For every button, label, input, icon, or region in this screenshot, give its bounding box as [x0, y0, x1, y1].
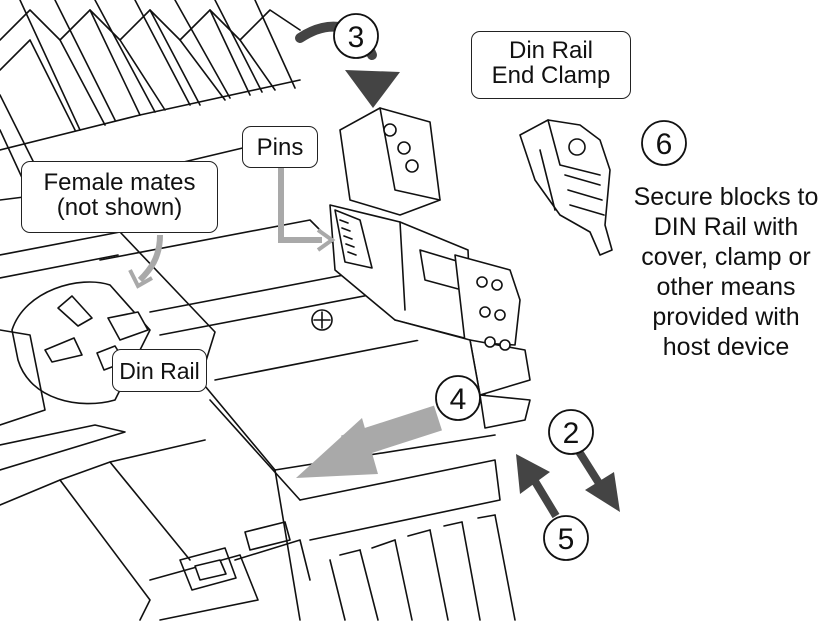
step-5-arrow: [516, 454, 560, 519]
step-4-number: 4: [450, 383, 467, 416]
note-line-2: DIN Rail with: [653, 213, 799, 241]
pins-pointer-arrow: [278, 168, 336, 252]
note-line-5: provided with: [652, 303, 800, 331]
note-line-3: cover, clamp or: [641, 243, 811, 271]
pins-label: Pins: [256, 134, 304, 161]
end-clamp-label-line2: End Clamp: [491, 62, 611, 90]
module-led-indicators: [383, 123, 419, 173]
securing-instructions: Secure blocks to DIN Rail with cover, cl…: [618, 182, 834, 362]
step-3-marker: 3: [333, 13, 379, 59]
step-6-marker: 6: [641, 120, 687, 166]
step-2-marker: 2: [548, 409, 594, 455]
lower-fins: [329, 514, 516, 621]
step-4-marker: 4: [435, 375, 481, 421]
rail-screw-slot: [313, 311, 331, 329]
module-pins: [334, 209, 373, 269]
host-device-body: [99, 219, 501, 621]
step-5-marker: 5: [543, 515, 589, 561]
note-line-6: host device: [662, 333, 790, 361]
step-3-number: 3: [348, 21, 365, 54]
io-module: [329, 107, 531, 429]
female-mates-pointer-arrow: [128, 234, 163, 289]
female-mates-label: Female mates: [43, 169, 196, 196]
din-rail-callout: Din Rail: [112, 349, 207, 392]
female-mates-callout: Female mates (not shown): [21, 161, 218, 233]
note-line-1: Secure blocks to: [633, 183, 819, 211]
step-5-number: 5: [558, 523, 575, 556]
keypad-buttons: [44, 295, 149, 371]
end-clamp-callout: Din Rail End Clamp: [471, 31, 631, 99]
step-6-number: 6: [656, 128, 673, 161]
pins-callout: Pins: [242, 126, 318, 168]
end-clamp-label-line1: Din Rail: [508, 37, 594, 64]
step-2-arrow: [574, 447, 620, 512]
step-4-arrow: [296, 405, 442, 478]
female-mates-sublabel: (not shown): [56, 194, 183, 222]
step-2-number: 2: [563, 417, 580, 450]
terminal-screws: [476, 276, 511, 351]
controller-housing: [0, 231, 216, 621]
end-clamp-part: [519, 119, 613, 256]
note-line-4: other means: [656, 273, 796, 301]
din-rail-label: Din Rail: [119, 358, 200, 384]
